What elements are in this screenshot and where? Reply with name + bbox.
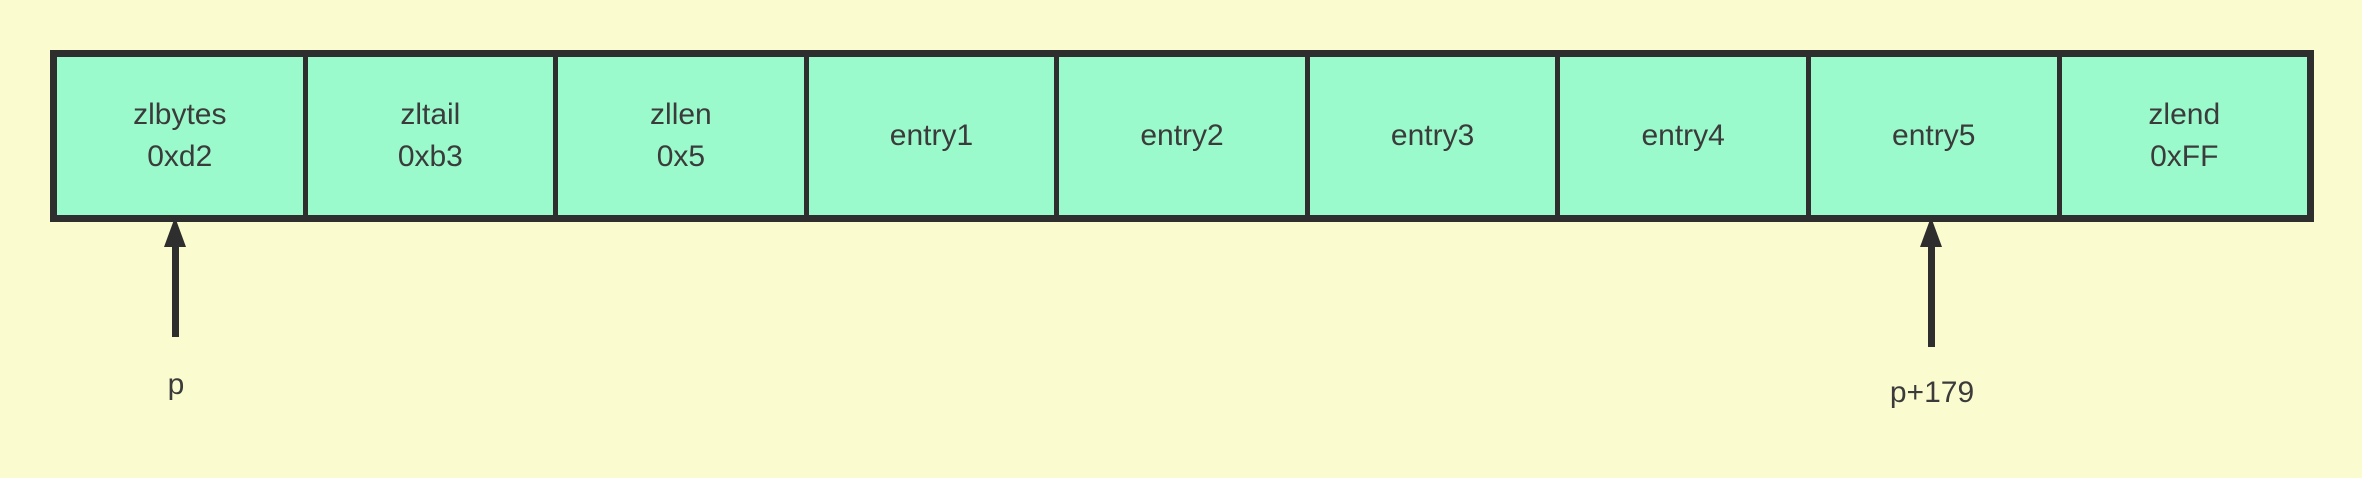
cell-entry2: entry2 xyxy=(1054,57,1305,215)
cell-label: entry3 xyxy=(1390,119,1475,152)
cell-zllen: zllen 0x5 xyxy=(553,57,804,215)
pointer-label-p179: p+179 xyxy=(1889,376,1975,409)
cell-zlend: zlend 0xFF xyxy=(2056,57,2308,215)
cell-entry4: entry4 xyxy=(1555,57,1806,215)
cell-label: zltail xyxy=(400,98,461,131)
cell-label: entry1 xyxy=(889,119,974,152)
cell-zltail: zltail 0xb3 xyxy=(302,57,554,215)
cell-value: 0x5 xyxy=(656,140,706,173)
cell-entry3: entry3 xyxy=(1304,57,1556,215)
cell-entry1: entry1 xyxy=(803,57,1055,215)
ziplist-box: zlbytes 0xd2 zltail 0xb3 zllen 0x5 entry… xyxy=(50,50,2314,222)
cell-label: entry2 xyxy=(1140,119,1224,152)
arrow-line xyxy=(1927,247,1935,347)
cell-zlbytes: zlbytes 0xd2 xyxy=(57,57,303,215)
cell-entry5: entry5 xyxy=(1805,57,2057,215)
arrow-head-icon xyxy=(164,217,186,247)
cell-label: zlend xyxy=(2148,98,2221,131)
arrow-head-icon xyxy=(1920,217,1942,247)
arrow-up-icon xyxy=(164,217,186,337)
pointer-label-p: p xyxy=(167,368,185,401)
cell-value: 0xFF xyxy=(2150,140,2219,173)
cell-label: zlbytes xyxy=(133,98,227,131)
cell-value: 0xd2 xyxy=(147,140,213,173)
arrow-up-icon xyxy=(1920,217,1942,347)
cell-label: entry5 xyxy=(1892,119,1976,152)
arrow-line xyxy=(171,247,179,337)
cell-label: entry4 xyxy=(1641,119,1725,152)
cell-value: 0xb3 xyxy=(397,140,463,173)
cell-label: zllen xyxy=(650,98,712,131)
